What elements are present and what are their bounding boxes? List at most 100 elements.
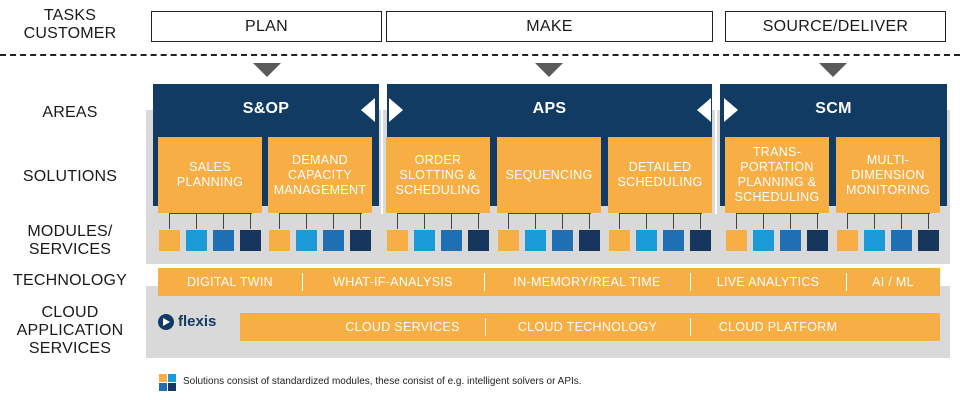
module-square [525,230,546,251]
module-tick [847,213,848,229]
module-tick [250,213,251,229]
module-square [414,230,435,251]
tech-digital-twin: DIGITAL TWIN [186,275,273,289]
module-tick [360,213,361,229]
module-tick [736,213,737,229]
module-tick [333,213,334,229]
task-plan: PLAN [151,11,382,42]
bar-separator [690,318,691,336]
module-square [186,230,207,251]
module-tick [306,213,307,229]
module-square [690,230,711,251]
module-connector [736,213,819,214]
cloud-bar [240,313,940,341]
triangle-down-icon [819,63,847,77]
legend-square-navy [168,383,176,391]
module-square [441,230,462,251]
module-square [240,230,261,251]
cloud-platform: CLOUD PLATFORM [718,320,838,334]
module-square [753,230,774,251]
module-tick [619,213,620,229]
module-square [609,230,630,251]
module-square [350,230,371,251]
module-tick [535,213,536,229]
module-square [837,230,858,251]
module-square [468,230,489,251]
module-tick [562,213,563,229]
module-square [296,230,317,251]
module-connector [847,213,930,214]
row-label-cloud: CLOUD APPLICATION SERVICES [16,304,124,357]
arrow-right-icon [724,98,738,122]
module-connector [508,213,591,214]
bar-separator [846,273,847,291]
row-label-areas: AREAS [42,104,98,121]
legend-text: Solutions consist of standardized module… [183,376,582,387]
area-title-scm: SCM [815,100,852,117]
module-square [918,230,939,251]
legend-square-lightblue [168,374,176,382]
area-title-aps: APS [532,100,567,117]
module-tick [424,213,425,229]
legend-square-orange [159,374,167,382]
module-tick [451,213,452,229]
module-tick [901,213,902,229]
module-square [323,230,344,251]
module-tick [478,213,479,229]
module-square [579,230,600,251]
module-tick [508,213,509,229]
module-square [663,230,684,251]
arrow-right-icon [389,98,403,122]
module-tick [874,213,875,229]
module-tick [223,213,224,229]
module-tick [700,213,701,229]
module-square [864,230,885,251]
area-divider [715,84,717,214]
module-square [159,230,180,251]
module-tick [673,213,674,229]
module-square [552,230,573,251]
row-label-technology: TECHNOLOGY [12,272,127,289]
module-tick [763,213,764,229]
module-tick [928,213,929,229]
module-connector [279,213,362,214]
module-square [387,230,408,251]
flexis-logo-icon [158,313,174,330]
module-tick [790,213,791,229]
module-tick [169,213,170,229]
technology-bar [158,268,940,296]
module-connector [397,213,480,214]
module-square [636,230,657,251]
cloud-technology: CLOUD TECHNOLOGY [517,320,658,334]
module-square [807,230,828,251]
module-tick [817,213,818,229]
module-tick [397,213,398,229]
bar-separator [485,318,486,336]
tech-in-memory-real-time: IN-MEMORY/REAL TIME [513,275,661,289]
tech-what-if-analysis: WHAT-IF-ANALYSIS [333,275,453,289]
bar-separator [302,273,303,291]
bar-separator [690,273,691,291]
arrow-left-icon [697,98,711,122]
triangle-down-icon [535,63,563,77]
module-square [726,230,747,251]
tech-live-analytics: LIVE ANALYTICS [716,275,820,289]
cloud-services: CLOUD SERVICES [345,320,460,334]
module-square [269,230,290,251]
module-tick [589,213,590,229]
module-tick [646,213,647,229]
area-title-sop: S&OP [242,100,290,117]
area-divider [381,84,383,214]
legend-square-midblue [159,383,167,391]
dashed-divider [0,54,960,56]
module-tick [196,213,197,229]
flexis-logo: flexis [158,313,216,330]
task-make: MAKE [386,11,713,42]
module-square [891,230,912,251]
